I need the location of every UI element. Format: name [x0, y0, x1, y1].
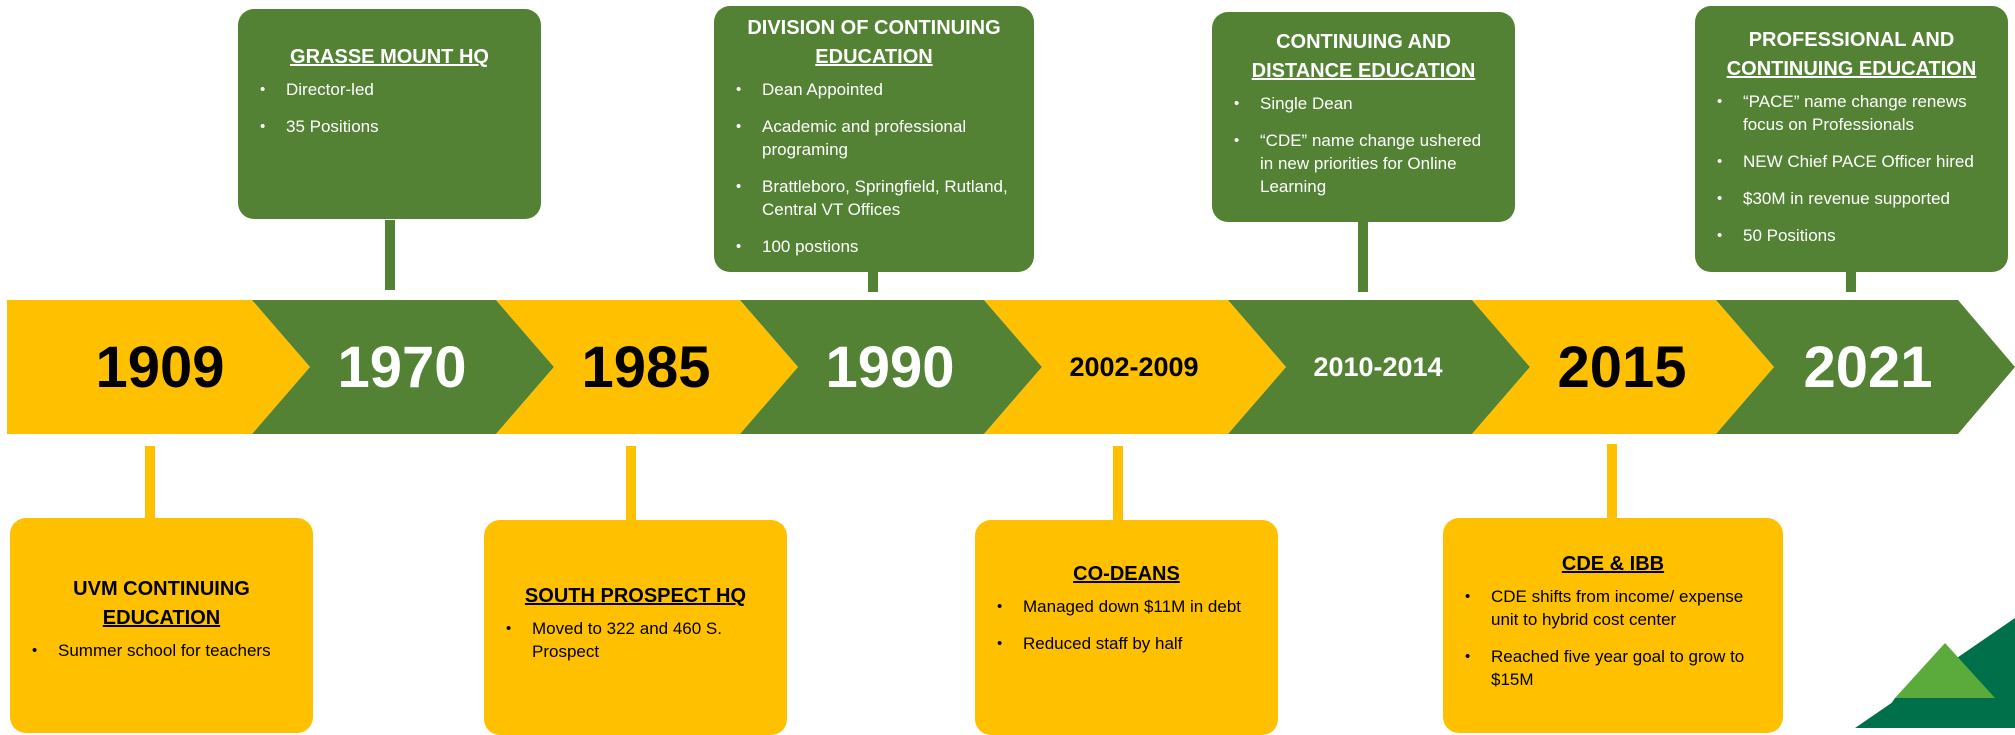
bullet-item: Dean Appointed — [732, 78, 1016, 101]
bullet-item: Reached five year goal to grow to $15M — [1461, 645, 1765, 691]
connector-1985 — [626, 446, 636, 521]
bullet-item: Academic and professional programing — [732, 115, 1016, 161]
bullet-item: $30M in revenue supported — [1713, 187, 1990, 210]
corner-triangle-light — [1895, 643, 1995, 698]
milestone-card-2002-2009: CO-DEANS Managed down $11M in debt Reduc… — [975, 520, 1278, 735]
bullet-item: Summer school for teachers — [28, 639, 295, 662]
card-title: CONTINUING AND DISTANCE EDUCATION — [1230, 28, 1497, 86]
bullet-item: NEW Chief PACE Officer hired — [1713, 150, 1990, 173]
year-label-2010-2014: 2010-2014 — [1313, 351, 1443, 382]
milestone-card-1909: UVM CONTINUING EDUCATION Summer school f… — [10, 518, 313, 733]
card-title-underlined: CONTINUING EDUCATION — [1726, 58, 1977, 80]
timeline-band — [7, 300, 2015, 434]
card-title-underlined: CO-DEANS — [1073, 563, 1180, 585]
card-title-underlined: DISTANCE EDUCATION — [1251, 60, 1476, 82]
chevron-1985 — [496, 300, 798, 434]
connector-2015 — [1607, 444, 1617, 519]
year-label-2015: 2015 — [1557, 334, 1687, 400]
connector-2002-2009 — [1113, 446, 1123, 521]
milestone-card-2010-2014: CONTINUING AND DISTANCE EDUCATION Single… — [1212, 12, 1515, 222]
bullet-item: Moved to 322 and 460 S. Prospect — [502, 617, 769, 663]
corner-triangle-base — [1875, 698, 2015, 728]
card-title: GRASSE MOUNT HQ — [256, 43, 523, 72]
chevron-2015 — [1472, 300, 1774, 434]
bullet-item: “CDE” name change ushered in new priorit… — [1230, 129, 1497, 198]
year-label-1985: 1985 — [581, 334, 711, 400]
card-title: SOUTH PROSPECT HQ — [502, 582, 769, 611]
chevron-2002-2009 — [984, 300, 1286, 434]
bullet-item: 100 postions — [732, 235, 1016, 258]
year-label-2021: 2021 — [1803, 334, 1933, 400]
connector-1990 — [868, 272, 878, 292]
bullet-list: Single Dean “CDE” name change ushered in… — [1230, 92, 1497, 198]
card-title: CO-DEANS — [993, 560, 1260, 589]
connector-1970 — [385, 220, 395, 290]
year-label-2002-2009: 2002-2009 — [1069, 351, 1199, 382]
bullet-list: Summer school for teachers — [28, 639, 295, 662]
card-title-plain: DIVISION OF CONTINUING — [747, 17, 1001, 39]
year-label-1970: 1970 — [337, 334, 467, 400]
chevron-1970 — [252, 300, 554, 434]
milestone-card-1970: GRASSE MOUNT HQ Director-led 35 Position… — [238, 9, 541, 219]
card-title-underlined: EDUCATION — [102, 607, 221, 629]
bullet-item: 35 Positions — [256, 115, 523, 138]
bullet-list: CDE shifts from income/ expense unit to … — [1461, 585, 1765, 691]
card-title-plain: PROFESSIONAL AND — [1748, 29, 1955, 51]
card-title-underlined: EDUCATION — [815, 46, 933, 68]
year-label-1909: 1909 — [95, 334, 225, 400]
chevron-1909 — [7, 300, 310, 434]
milestone-card-1985: SOUTH PROSPECT HQ Moved to 322 and 460 S… — [484, 520, 787, 735]
card-title-underlined: GRASSE MOUNT HQ — [290, 46, 489, 68]
connector-1909 — [145, 446, 155, 521]
milestone-card-2021: PROFESSIONAL AND CONTINUING EDUCATION “P… — [1695, 6, 2008, 272]
bullet-list: Director-led 35 Positions — [256, 78, 523, 138]
card-title-plain: UVM CONTINUING — [73, 578, 250, 600]
chevron-2021 — [1716, 300, 2015, 434]
bullet-item: Reduced staff by half — [993, 632, 1260, 655]
bullet-item: Brattleboro, Springfield, Rutland, Centr… — [732, 175, 1016, 221]
card-title: DIVISION OF CONTINUING EDUCATION — [732, 14, 1016, 72]
connector-2021 — [1846, 272, 1856, 292]
bullet-list: “PACE” name change renews focus on Profe… — [1713, 90, 1990, 247]
connector-2010-2014 — [1358, 222, 1368, 292]
card-title-underlined: SOUTH PROSPECT HQ — [524, 585, 747, 607]
corner-decoration — [1855, 618, 2015, 728]
milestone-card-2015: CDE & IBB CDE shifts from income/ expens… — [1443, 518, 1783, 733]
card-title-underlined: CDE & IBB — [1561, 553, 1665, 575]
bullet-item: 50 Positions — [1713, 224, 1990, 247]
bullet-list: Moved to 322 and 460 S. Prospect — [502, 617, 769, 663]
chevron-2010-2014 — [1228, 300, 1530, 434]
card-title-plain: CONTINUING AND — [1276, 31, 1451, 53]
bullet-item: CDE shifts from income/ expense unit to … — [1461, 585, 1765, 631]
year-label-1990: 1990 — [825, 334, 955, 400]
bullet-item: Managed down $11M in debt — [993, 595, 1260, 618]
card-title: CDE & IBB — [1461, 550, 1765, 579]
milestone-card-1990: DIVISION OF CONTINUING EDUCATION Dean Ap… — [714, 6, 1034, 272]
bullet-list: Dean Appointed Academic and professional… — [732, 78, 1016, 258]
card-title: PROFESSIONAL AND CONTINUING EDUCATION — [1713, 26, 1990, 84]
bullet-item: Director-led — [256, 78, 523, 101]
bullet-item: “PACE” name change renews focus on Profe… — [1713, 90, 1990, 136]
bullet-list: Managed down $11M in debt Reduced staff … — [993, 595, 1260, 655]
chevron-1990 — [740, 300, 1042, 434]
card-title: UVM CONTINUING EDUCATION — [28, 575, 295, 633]
bullet-item: Single Dean — [1230, 92, 1497, 115]
